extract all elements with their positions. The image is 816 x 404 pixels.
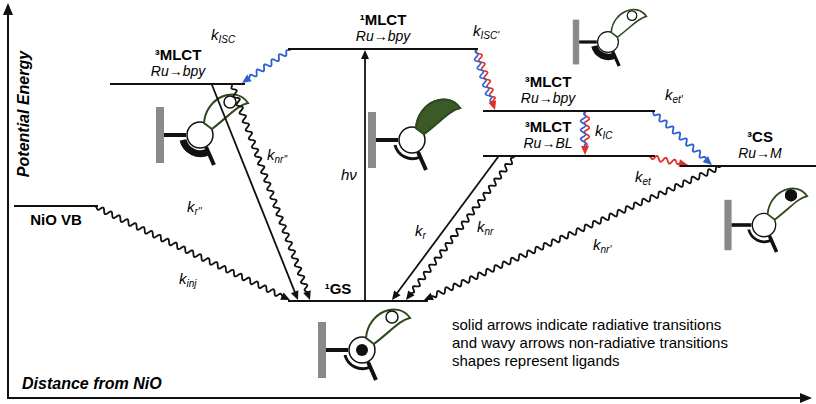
radiative-arrow	[392, 157, 498, 300]
nonradiative-arrow	[653, 112, 712, 165]
nonradiative-arrow	[406, 157, 514, 300]
nonradiative-arrow	[96, 207, 290, 300]
ligand-cartoon	[724, 188, 807, 252]
nonradiative-arrow	[242, 50, 290, 83]
rate-label: kISC	[210, 26, 236, 43]
level-label: ³CS	[738, 128, 782, 145]
rate-label: kIC	[594, 122, 614, 139]
rate-label: kr	[414, 222, 427, 239]
level-label: ³MLCT	[523, 118, 572, 135]
level-sublabel: Ru→bpy	[521, 90, 575, 107]
ligand-cartoon	[368, 99, 460, 170]
level-label-group: ³MLCTRu→BL	[523, 118, 572, 152]
level-label: ¹GS	[325, 280, 352, 297]
rate-label: kr''	[186, 198, 203, 215]
level-sublabel: Ru→bpy	[356, 28, 410, 45]
rate-label: ket'	[664, 86, 684, 103]
level-label-group: ³MLCTRu→bpy	[151, 46, 205, 80]
level-label: ¹MLCT	[356, 11, 410, 28]
axis-arrowhead	[800, 393, 812, 403]
ligand-cartoon	[573, 10, 647, 66]
level-label: ³MLCT	[521, 73, 575, 90]
axis-line	[7, 12, 9, 398]
level-sublabel: Ru→bpy	[151, 63, 205, 80]
ligand-cartoon	[156, 94, 248, 165]
legend-note: solid arrows indicate radiative transiti…	[452, 316, 740, 370]
energy-level: ³MLCTRu→bpy	[483, 110, 655, 112]
nonradiative-arrow	[424, 167, 720, 300]
radiative-arrow	[361, 50, 369, 300]
rate-label: knr''	[266, 146, 288, 163]
energy-level: ¹MLCTRu→bpy	[288, 48, 478, 50]
energy-level: ¹GS	[288, 300, 428, 302]
level-sublabel: Ru→BL	[523, 135, 572, 152]
level-sublabel: Ru→M	[738, 145, 782, 162]
level-label-group: ³MLCTRu→bpy	[521, 73, 575, 107]
nonradiative-arrow	[581, 112, 590, 155]
nonradiative-arrow	[231, 85, 310, 300]
level-label-group: ¹GS	[325, 280, 352, 297]
nonradiative-arrow	[475, 50, 497, 110]
rate-label: knr	[476, 218, 494, 235]
axis-arrowhead	[3, 3, 13, 15]
rate-label: hν	[340, 166, 358, 183]
rate-label: kISC'	[472, 22, 500, 39]
level-label-group: ¹MLCTRu→bpy	[356, 11, 410, 45]
level-label: NiO VB	[30, 211, 82, 228]
rate-label: kinj	[178, 270, 198, 287]
rate-label: knr'	[592, 236, 612, 253]
energy-level: ³MLCTRu→bpy	[110, 83, 245, 85]
energy-level: NiO VB	[14, 205, 98, 207]
rate-label: ket	[634, 168, 652, 185]
level-label-group: NiO VB	[30, 211, 82, 228]
axis-line	[7, 397, 802, 399]
level-label: ³MLCT	[151, 46, 205, 63]
ligand-cartoon	[318, 309, 410, 380]
axis-title: Potential Energy	[15, 51, 33, 177]
level-label-group: ³CSRu→M	[738, 128, 782, 162]
energy-level: ³CSRu→M	[680, 165, 816, 167]
axis-title: Distance from NiO	[22, 375, 162, 393]
energy-level: ³MLCTRu→BL	[483, 155, 655, 157]
